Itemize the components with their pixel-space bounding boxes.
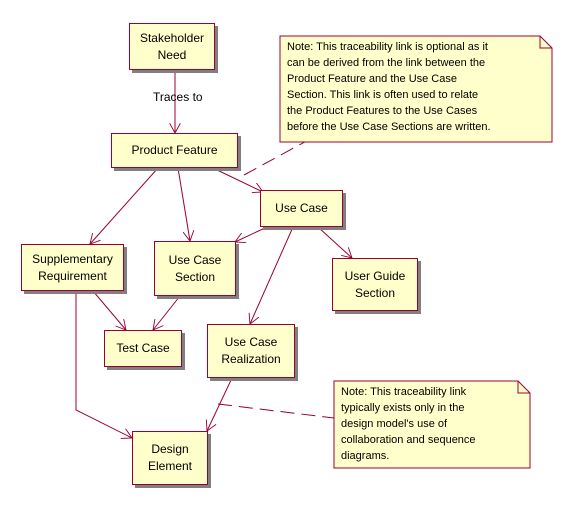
node-test-case[interactable]: Test Case xyxy=(104,330,182,367)
edge-feature-to-supplementary xyxy=(90,167,159,244)
node-use-case-section[interactable]: Use Case Section xyxy=(154,241,236,296)
node-user-guide-section[interactable]: User Guide Section xyxy=(332,258,418,311)
edge-section-to-testcase xyxy=(153,295,181,330)
edge-label-traces-to: Traces to xyxy=(153,90,203,104)
note-design-link: Note: This traceability link typically e… xyxy=(341,386,476,462)
edge-feature-to-section xyxy=(177,167,190,241)
node-use-case[interactable]: Use Case xyxy=(260,190,343,227)
edge-supplementary-to-design xyxy=(75,291,132,438)
edge-supplementary-to-testcase xyxy=(92,290,126,330)
note-shape-optional xyxy=(279,35,553,143)
edge-usecase-to-realization xyxy=(250,226,294,324)
node-use-case-realization[interactable]: Use Case Realization xyxy=(207,324,295,378)
node-design-element[interactable]: Design Element xyxy=(132,431,208,485)
edge-usecase-to-section xyxy=(235,226,268,242)
node-product-feature[interactable]: Product Feature xyxy=(111,133,238,168)
note-anchor-optional xyxy=(243,137,313,176)
note-anchor-design xyxy=(217,403,335,419)
node-stakeholder-need[interactable]: Stakeholder Need xyxy=(129,23,215,70)
note-shape-design xyxy=(333,380,531,469)
edge-feature-to-usecase xyxy=(212,167,263,192)
edge-usecase-to-userguide xyxy=(317,226,352,258)
node-supplementary-requirement[interactable]: Supplementary Requirement xyxy=(21,244,124,291)
note-optional-link: Note: This traceability link is optional… xyxy=(287,41,491,133)
